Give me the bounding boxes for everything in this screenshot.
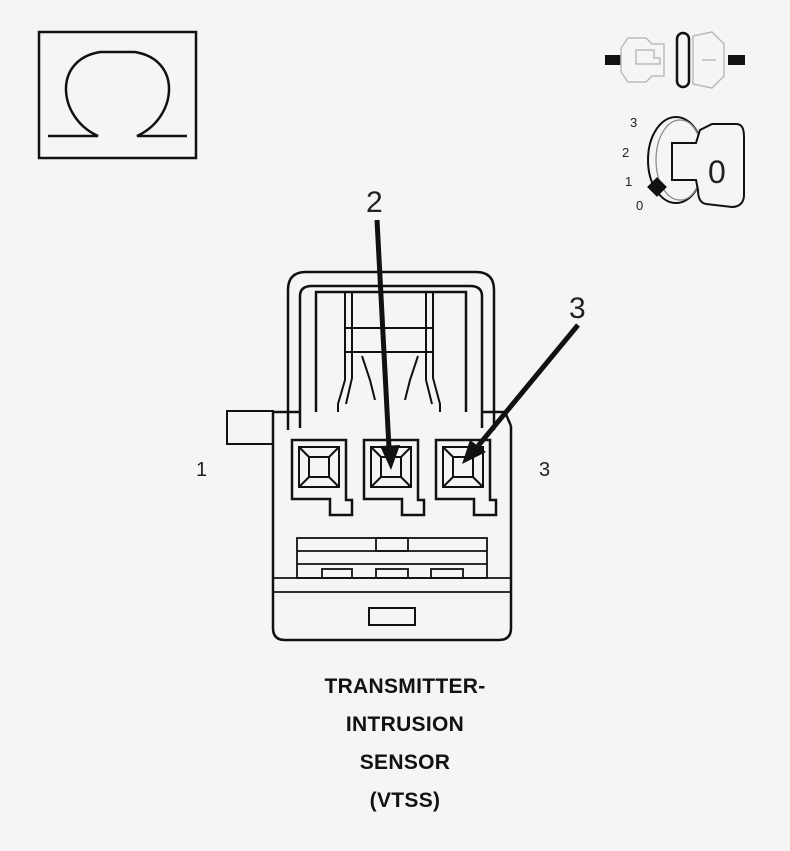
terminal-cavity-3	[434, 438, 498, 517]
component-caption: TRANSMITTER- INTRUSION SENSOR (VTSS)	[250, 668, 560, 820]
ignition-position-2: 2	[622, 145, 629, 160]
terminal-cavity-1	[290, 438, 354, 517]
key-position-label: 0	[708, 154, 726, 190]
ignition-key-icon: 0 3 2 1 0	[622, 115, 745, 213]
callout-label-3: 3	[569, 292, 586, 325]
disconnected-connector-icon	[605, 31, 745, 89]
caption-line-1: TRANSMITTER-	[324, 675, 486, 698]
callout-label-2: 2	[366, 186, 383, 219]
caption-line-2: INTRUSION	[345, 713, 465, 736]
ignition-position-0: 0	[636, 198, 643, 213]
caption-line-4: (VTSS)	[369, 789, 441, 812]
pin-label-1: 1	[196, 459, 207, 481]
callout-arrow-3	[462, 323, 580, 464]
connector-body	[226, 270, 513, 642]
pin-label-3: 3	[539, 459, 550, 481]
callout-arrow-2	[374, 219, 400, 470]
ohmmeter-omega-icon	[37, 30, 198, 160]
ignition-position-1: 1	[625, 174, 632, 189]
ignition-position-3: 3	[630, 115, 637, 130]
caption-line-3: SENSOR	[359, 751, 451, 774]
